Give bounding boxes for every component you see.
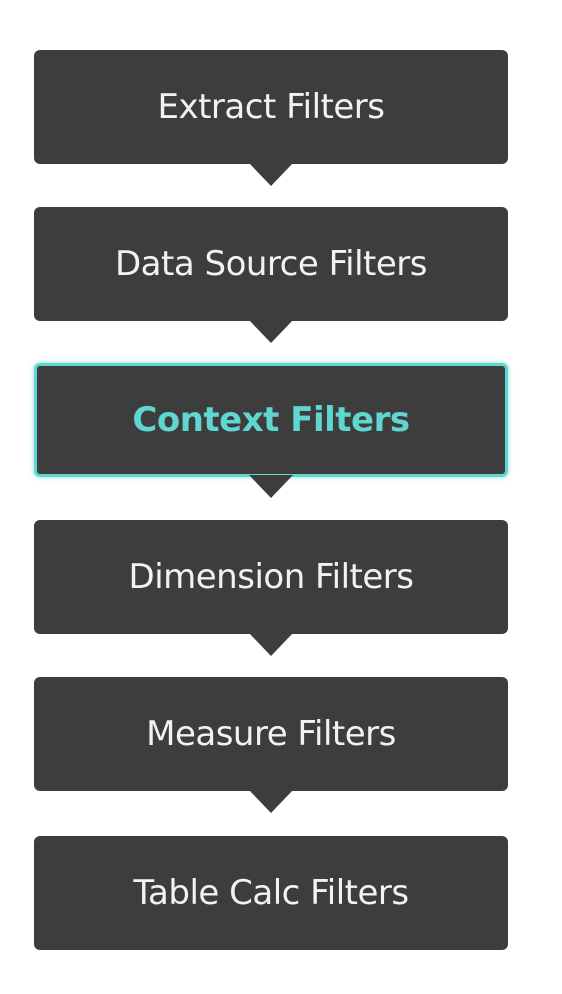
- step-label: Data Source Filters: [115, 244, 428, 284]
- step-label: Context Filters: [132, 400, 410, 440]
- step-label: Extract Filters: [157, 87, 386, 127]
- step-label: Table Calc Filters: [133, 873, 409, 913]
- down-arrow-connector: [249, 633, 293, 656]
- down-arrow-connector: [249, 163, 293, 186]
- step-data-source-filters: Data Source Filters: [34, 207, 508, 343]
- down-arrow-connector: [249, 320, 293, 343]
- step-context-filters: Context Filters: [34, 363, 508, 498]
- step-table-calc-filters: Table Calc Filters: [34, 836, 508, 950]
- step-label: Measure Filters: [146, 714, 396, 754]
- step-measure-filters: Measure Filters: [34, 677, 508, 813]
- step-dimension-filters: Dimension Filters: [34, 520, 508, 656]
- step-extract-filters: Extract Filters: [34, 50, 508, 186]
- step-label: Dimension Filters: [128, 557, 414, 597]
- down-arrow-connector: [249, 790, 293, 813]
- down-arrow-connector: [249, 475, 293, 498]
